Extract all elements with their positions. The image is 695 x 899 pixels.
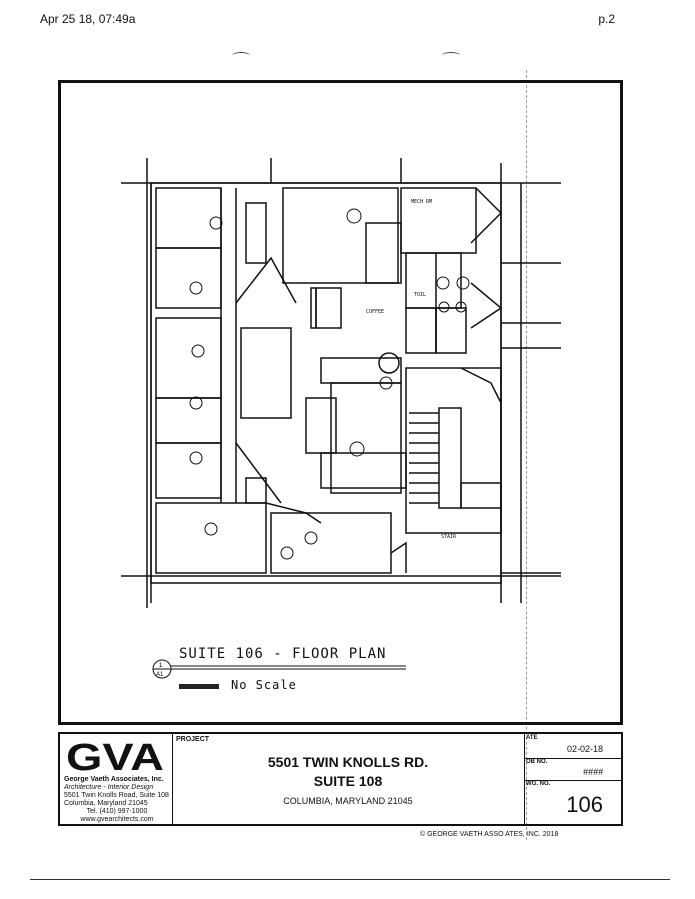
job-value: #### — [582, 767, 603, 777]
project-address-line3: COLUMBIA, MARYLAND 21045 — [283, 796, 413, 806]
fax-page-number: p.2 — [598, 12, 615, 26]
firm-name: George Vaeth Associates, Inc. — [64, 776, 164, 783]
footer-rule — [30, 879, 670, 880]
firm-cell: GVA George Vaeth Associates, Inc. Archit… — [60, 734, 173, 824]
punch-mark — [232, 52, 250, 59]
stair-treads — [409, 412, 439, 504]
punch-mark — [442, 52, 460, 59]
room-label-stair: STAIR — [441, 534, 457, 540]
date-label: ATE — [526, 735, 538, 741]
date-row: ATE 02-02-18 — [524, 734, 621, 759]
firm-phone: Tel. (410) 997-1000 — [86, 808, 148, 815]
project-label: PROJECT — [176, 736, 210, 743]
svg-text:GVA: GVA — [66, 738, 164, 774]
room-label-toilet: TOIL — [414, 292, 426, 298]
room-label-mech: MECH RM — [411, 199, 432, 205]
firm-city: Columbia, Maryland 21045 — [64, 800, 148, 807]
firm-disciplines: Architecture - Interior Design — [64, 784, 154, 791]
firm-street: 5501 Twin Knolls Road, Suite 108 — [64, 792, 169, 799]
drawing-number-label: WG. NO. — [526, 781, 551, 787]
drawing-meta-cell: ATE 02-02-18 OB NO. #### WG. NO. 106 — [524, 734, 621, 824]
copyright-notice: © GEORGE VAETH ASSO ATES, INC. 2018 — [420, 831, 559, 838]
job-label: OB NO. — [526, 759, 548, 765]
project-address-line1: 5501 TWIN KNOLLS RD. — [267, 754, 429, 770]
floor-plan-drawing: MECH RM TOIL COFFEE STAIR 1 A1 — [121, 158, 561, 689]
section-marker-sheet: A1 — [156, 672, 164, 678]
job-row: OB NO. #### — [524, 758, 621, 781]
drawing-sheet: MECH RM TOIL COFFEE STAIR 1 A1 SUITE 106… — [58, 80, 623, 725]
furniture — [189, 208, 470, 560]
project-cell: PROJECT 5501 TWIN KNOLLS RD. SUITE 108 C… — [172, 734, 525, 824]
drawing-number-value: 106 — [566, 792, 603, 817]
project-address-line2: SUITE 108 — [313, 773, 383, 789]
plan-title: SUITE 106 - FLOOR PLAN — [179, 646, 387, 662]
room-label-coffee: COFFEE — [366, 309, 384, 315]
plan-scale: No Scale — [231, 678, 297, 692]
fax-timestamp: Apr 25 18, 07:49a — [40, 12, 136, 26]
firm-website: www.gvearchitects.com — [80, 816, 154, 823]
section-marker-number: 1 — [159, 663, 163, 669]
date-value: 02-02-18 — [566, 744, 603, 754]
title-block: GVA George Vaeth Associates, Inc. Archit… — [58, 732, 623, 826]
scribble-mark — [179, 684, 219, 689]
gva-logo: GVA — [66, 738, 164, 774]
scan-artifact-line — [526, 70, 527, 840]
drawing-number-row: WG. NO. 106 — [524, 780, 621, 824]
